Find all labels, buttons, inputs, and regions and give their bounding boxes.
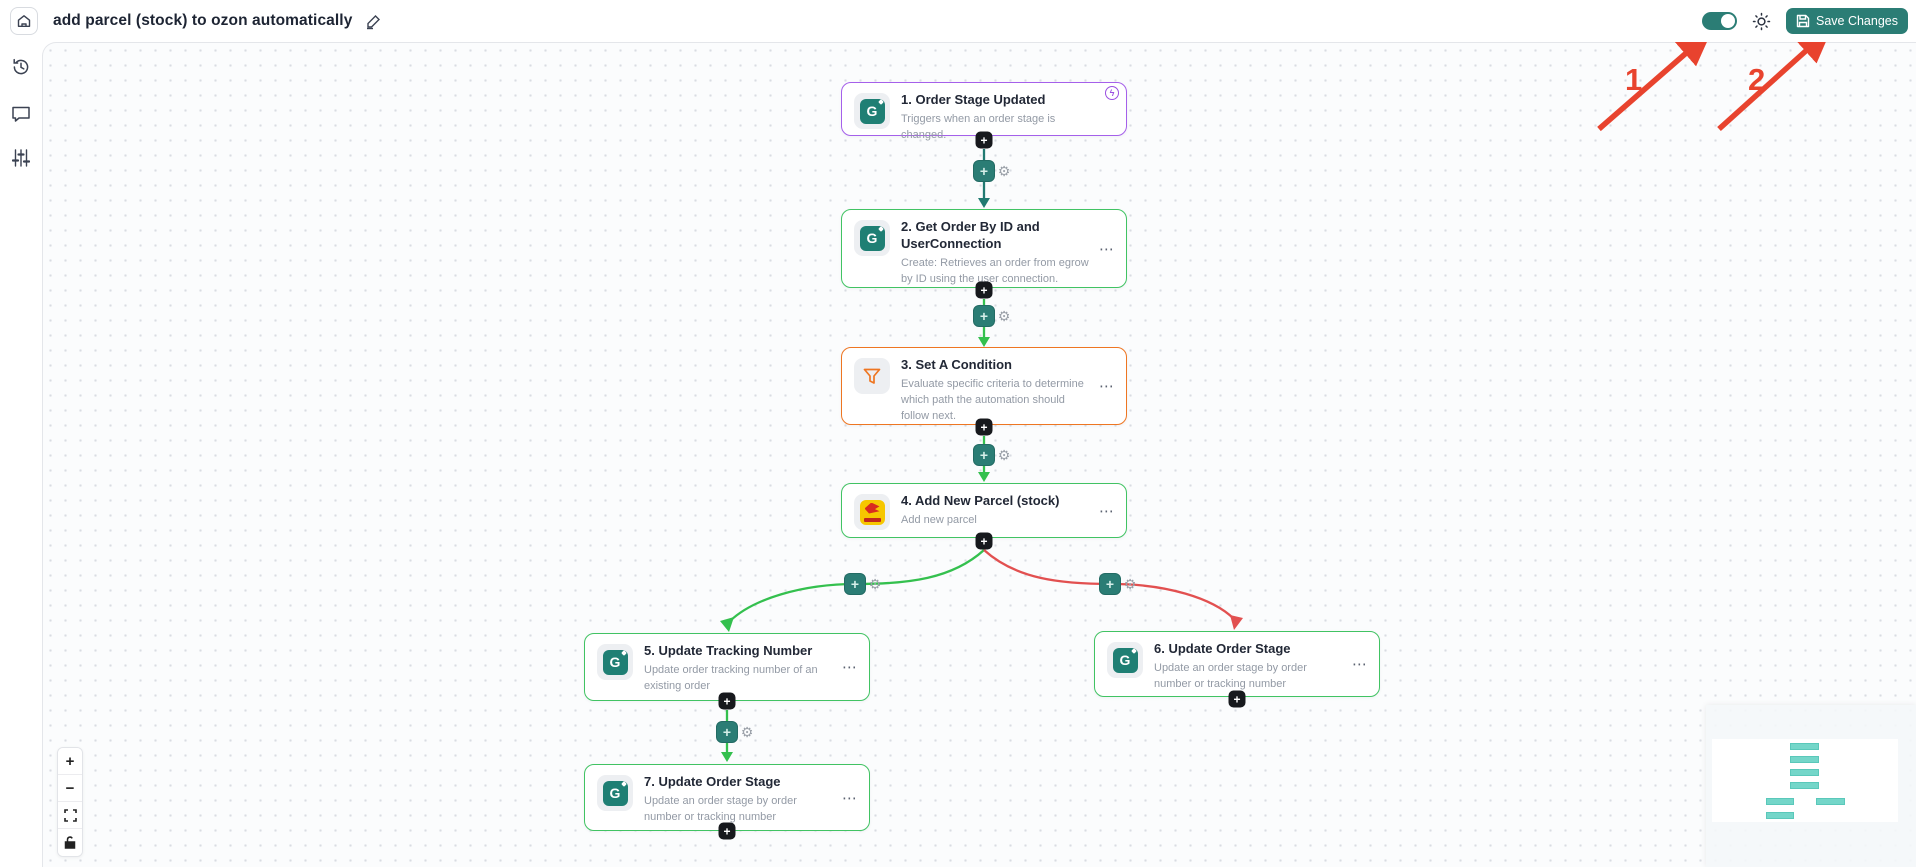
egrow-logo-icon: G bbox=[854, 93, 890, 129]
left-toolbar bbox=[0, 42, 42, 867]
insert-step-button[interactable]: + bbox=[973, 160, 995, 182]
node-title: 1. Order Stage Updated bbox=[901, 92, 1046, 107]
minimap-node bbox=[1790, 782, 1819, 789]
instant-trigger-icon: ϟ bbox=[1105, 86, 1119, 100]
node-title: 6. Update Order Stage bbox=[1154, 641, 1291, 656]
node-title: 2. Get Order By ID and UserConnection bbox=[901, 219, 1040, 251]
node-title: 7. Update Order Stage bbox=[644, 774, 781, 789]
node-menu-button[interactable]: ⋯ bbox=[842, 789, 858, 807]
node-description: Update an order stage by order number or… bbox=[1154, 661, 1307, 690]
home-icon bbox=[17, 15, 31, 27]
zoom-in-button[interactable]: + bbox=[58, 748, 82, 775]
settings-sliders-icon[interactable] bbox=[11, 148, 31, 168]
egrow-logo-icon: G bbox=[597, 775, 633, 811]
add-step-button[interactable]: + bbox=[718, 692, 736, 710]
node-order-stage-updated[interactable]: G 1. Order Stage Updated Triggers when a… bbox=[841, 82, 1127, 141]
canvas-controls: + − bbox=[57, 747, 83, 857]
gear-icon[interactable]: ⚙ bbox=[997, 308, 1011, 324]
add-step-button[interactable]: + bbox=[1228, 690, 1246, 708]
node-description: Update an order stage by order number or… bbox=[644, 794, 797, 823]
minimap-node bbox=[1816, 798, 1845, 805]
edit-title-icon[interactable] bbox=[365, 13, 382, 30]
toggle-knob bbox=[1720, 14, 1735, 28]
insert-step-button[interactable]: + bbox=[973, 305, 995, 327]
mode-toggle[interactable] bbox=[1701, 12, 1737, 30]
node-update-order-stage-7[interactable]: G 7. Update Order Stage Update an order … bbox=[584, 764, 870, 831]
minimap-node bbox=[1790, 743, 1819, 750]
node-description: Add new parcel bbox=[901, 513, 977, 526]
zoom-out-button[interactable]: − bbox=[58, 775, 82, 802]
gear-icon[interactable]: ⚙ bbox=[740, 724, 754, 740]
node-get-order-by-id[interactable]: G 2. Get Order By ID and UserConnection … bbox=[841, 209, 1127, 288]
node-set-condition[interactable]: 3. Set A Condition Evaluate specific cri… bbox=[841, 347, 1127, 425]
add-step-button[interactable]: + bbox=[975, 281, 993, 299]
gear-icon[interactable]: ⚙ bbox=[868, 576, 882, 592]
gear-icon[interactable]: ⚙ bbox=[997, 163, 1011, 179]
node-update-order-stage-6[interactable]: G 6. Update Order Stage Update an order … bbox=[1094, 631, 1380, 697]
gear-icon[interactable]: ⚙ bbox=[1123, 576, 1137, 592]
theme-sun-icon[interactable] bbox=[1752, 12, 1771, 31]
insert-step-button[interactable]: + bbox=[716, 721, 738, 743]
node-menu-button[interactable]: ⋯ bbox=[1099, 240, 1115, 258]
node-description: Update order tracking number of an exist… bbox=[644, 663, 818, 692]
node-title: 4. Add New Parcel (stock) bbox=[901, 493, 1060, 508]
fit-view-button[interactable] bbox=[58, 802, 82, 829]
insert-step-button[interactable]: + bbox=[973, 444, 995, 466]
minimap-node bbox=[1790, 769, 1819, 776]
annotation-label-1: 1 bbox=[1625, 62, 1643, 97]
lock-button[interactable] bbox=[58, 829, 82, 856]
node-description: Evaluate specific criteria to determine … bbox=[901, 377, 1084, 422]
minimap-node bbox=[1766, 812, 1794, 819]
node-description: Create: Retrieves an order from egrow by… bbox=[901, 256, 1089, 285]
add-step-button[interactable]: + bbox=[718, 822, 736, 840]
node-menu-button[interactable]: ⋯ bbox=[842, 659, 858, 676]
node-menu-button[interactable]: ⋯ bbox=[1099, 378, 1115, 395]
insert-step-button[interactable]: + bbox=[844, 573, 866, 595]
filter-icon bbox=[854, 358, 890, 394]
minimap-node bbox=[1790, 756, 1819, 763]
home-button[interactable] bbox=[10, 7, 38, 35]
egrow-logo-icon: G bbox=[597, 644, 633, 680]
egrow-logo-icon: G bbox=[854, 220, 890, 256]
node-menu-button[interactable]: ⋯ bbox=[1099, 502, 1115, 520]
comments-icon[interactable] bbox=[11, 104, 31, 124]
node-title: 5. Update Tracking Number bbox=[644, 643, 813, 658]
header-bar: add parcel (stock) to ozon automatically… bbox=[0, 0, 1916, 42]
minimap[interactable] bbox=[1706, 705, 1916, 867]
add-step-button[interactable]: + bbox=[975, 131, 993, 149]
node-description: Triggers when an order stage is changed. bbox=[901, 112, 1056, 141]
minimap-viewport bbox=[1712, 739, 1898, 822]
save-changes-button[interactable]: Save Changes bbox=[1785, 8, 1908, 34]
save-icon bbox=[1796, 14, 1810, 28]
node-menu-button[interactable]: ⋯ bbox=[1352, 656, 1368, 673]
history-icon[interactable] bbox=[11, 57, 31, 77]
node-title: 3. Set A Condition bbox=[901, 357, 1012, 372]
egrow-logo-icon: G bbox=[1107, 642, 1143, 678]
carrier-logo-icon bbox=[854, 494, 890, 530]
insert-step-button[interactable]: + bbox=[1099, 573, 1121, 595]
node-add-new-parcel[interactable]: 4. Add New Parcel (stock) Add new parcel… bbox=[841, 483, 1127, 538]
add-step-button[interactable]: + bbox=[975, 532, 993, 550]
node-update-tracking-number[interactable]: G 5. Update Tracking Number Update order… bbox=[584, 633, 870, 701]
minimap-node bbox=[1766, 798, 1794, 805]
add-step-button[interactable]: + bbox=[975, 418, 993, 436]
gear-icon[interactable]: ⚙ bbox=[997, 447, 1011, 463]
annotation-label-2: 2 bbox=[1748, 62, 1766, 97]
page-title: add parcel (stock) to ozon automatically bbox=[53, 12, 353, 29]
